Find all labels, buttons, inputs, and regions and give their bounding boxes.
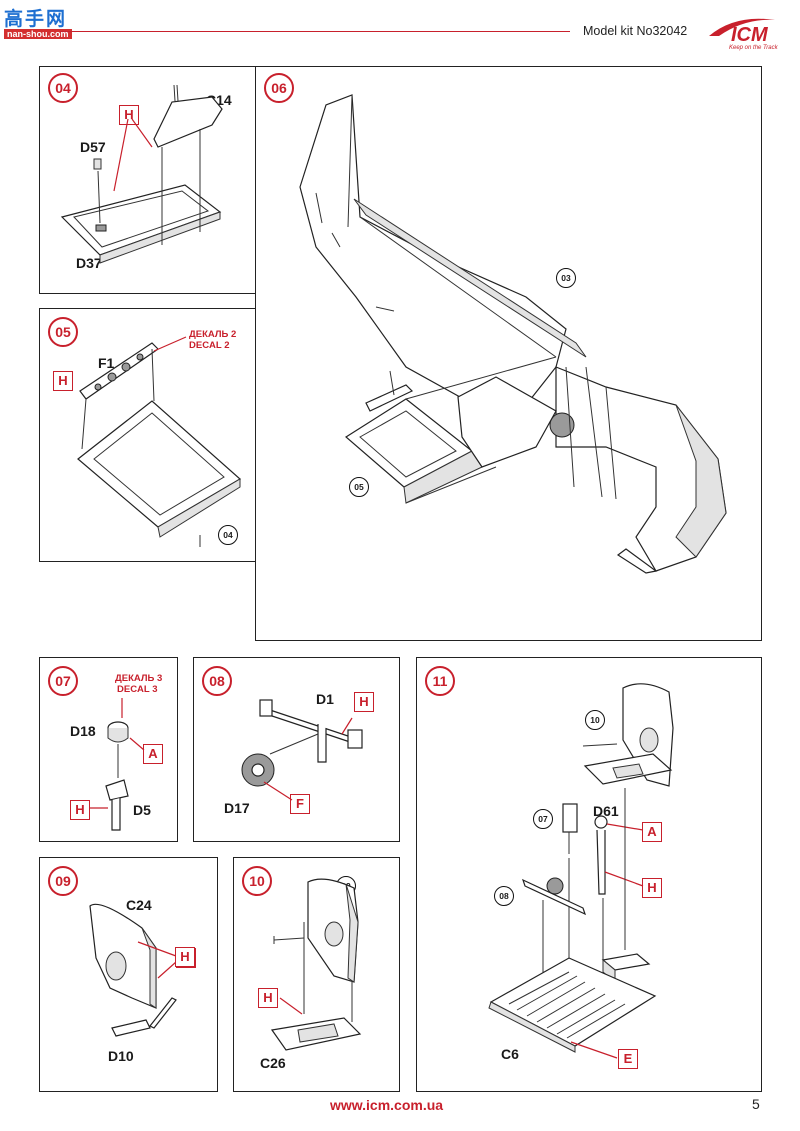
step-09-panel: 09 C24 D10 [39,857,218,1092]
step-10-number: 10 [242,866,272,896]
part-label-d17: D17 [224,800,250,816]
part-label-d61: D61 [593,803,619,819]
step-11-drawing [488,683,674,1059]
part-label-c6: C6 [501,1046,519,1062]
part-label-d5: D5 [133,802,151,818]
site-watermark-logo: 高手网 nan-shou.com [4,4,72,39]
step-09-drawing [89,903,177,1037]
paint-tag-a: A [642,822,662,842]
part-label-d18: D18 [70,723,96,739]
decal-label-en: DECAL 2 [189,340,230,351]
decal-label-ru: ДЕКАЛЬ 3 [115,673,163,684]
step-05-panel: 05 F1 H ДЕКАЛЬ 2 DECAL 2 04 [39,308,256,562]
part-label-f1: F1 [98,355,115,371]
step-09-number: 09 [48,866,78,896]
header-rule [60,31,570,32]
site-watermark-url: nan-shou.com [4,29,72,39]
paint-tag-h: H [70,800,90,820]
step-04-drawing [60,84,223,264]
step-05-number: 05 [48,317,78,347]
step-08-number: 08 [202,666,232,696]
step-08-panel: 08 D1 D17 H F [193,657,400,842]
step-04-panel: 04 C14 D57 D37 H [39,66,256,294]
brand-logo: ICM Keep on the Track [705,12,795,56]
part-label-c24: C24 [126,897,152,913]
step-11-number: 11 [425,666,455,696]
part-label-d57: D57 [80,139,106,155]
step-06-number: 06 [264,73,294,103]
step-11-panel: 11 10 07 08 D61 C6 A H E [416,657,762,1092]
paint-tag-h: H [119,105,139,125]
site-watermark-chars: 高手网 [4,8,68,30]
paint-tag-h: H [53,371,73,391]
footer-url: www.icm.com.ua [330,1097,444,1113]
step-07-drawing [90,698,145,831]
step-05-drawing [77,336,242,547]
paint-tag-h: H [175,947,195,967]
part-label-d10: D10 [108,1048,134,1064]
step-08-drawing [241,699,363,801]
ref-step-08: 08 [494,886,514,906]
ref-step-10: 10 [585,710,605,730]
ref-step-07: 07 [533,809,553,829]
decal-label-en: DECAL 3 [117,684,158,695]
paint-tag-f: F [290,794,310,814]
brand-swoosh-icon [709,18,775,36]
brand-tagline: Keep on the Track [729,45,778,51]
model-kit-label: Model kit No32042 [583,24,688,38]
decal-label-ru: ДЕКАЛЬ 2 [189,329,237,340]
step-06-panel: 06 03 05 [255,66,762,641]
step-10-panel: 10 09 C26 H [233,857,400,1092]
paint-tag-h: H [354,692,374,712]
paint-tag-h: H [258,988,278,1008]
ref-step-05: 05 [349,477,369,497]
step-07-panel: 07 ДЕКАЛЬ 3 DECAL 3 D18 D5 A H [39,657,178,842]
brand-name: ICM [731,24,768,46]
part-label-c26: C26 [260,1055,286,1071]
paint-tag-e: E [618,1049,638,1069]
step-10-drawing [270,878,362,1051]
paint-tag-a: A [143,744,163,764]
part-label-d37: D37 [76,255,102,271]
part-label-d1: D1 [316,691,334,707]
step-07-number: 07 [48,666,78,696]
page-number: 5 [752,1096,760,1112]
step-06-drawing [299,94,727,574]
step-04-number: 04 [48,73,78,103]
ref-step-04: 04 [218,525,238,545]
ref-step-03: 03 [556,268,576,288]
paint-tag-h: H [642,878,662,898]
